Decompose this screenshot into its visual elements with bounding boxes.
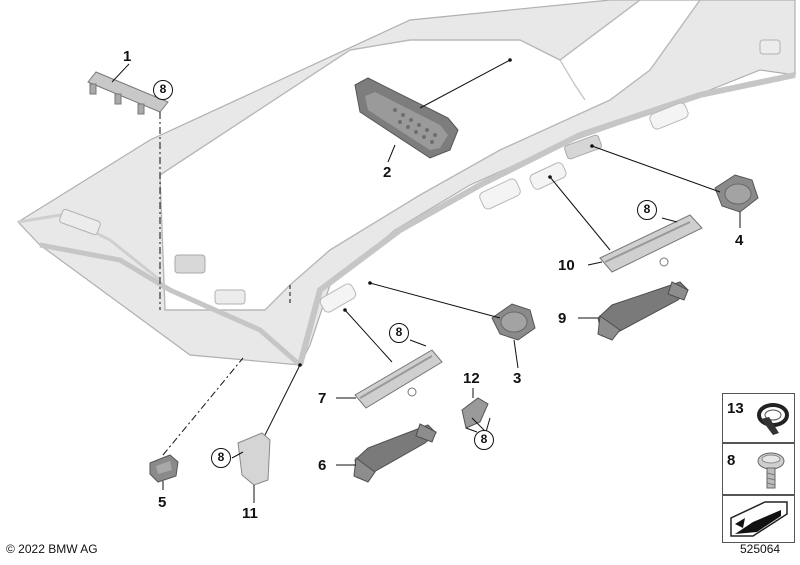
callout-10[interactable]: 10 [558,257,575,274]
part-11-trim-cover[interactable] [237,432,271,486]
screw-callout-8[interactable]: 8 [389,323,409,343]
tape-roll-icon [757,403,789,435]
part-1-bracket[interactable] [87,71,169,115]
diagram-number: 525064 [740,542,781,556]
copyright-text: © 2022 BMW AG [6,542,98,556]
legend-label: 8 [727,452,736,469]
screw-icon [757,452,785,489]
callout-2[interactable]: 2 [383,164,392,181]
legend-item-arrow[interactable] [722,495,795,543]
screw-callout-8[interactable]: 8 [474,430,494,450]
callout-6[interactable]: 6 [318,457,327,474]
legend-item-8[interactable]: 8 [722,443,795,495]
callout-11[interactable]: 11 [242,505,258,522]
part-4-speaker-cover[interactable] [714,174,759,213]
legend-label: 13 [727,400,744,417]
callout-9[interactable]: 9 [558,310,567,327]
part-9-grab-handle[interactable] [597,281,689,341]
part-12-clip[interactable] [461,397,489,429]
legend-item-13[interactable]: 13 [722,393,795,443]
callout-5[interactable]: 5 [158,494,167,511]
callout-3[interactable]: 3 [513,370,522,387]
part-10-bracket[interactable] [599,214,703,273]
headliner-arrow-icon [730,501,788,537]
callout-7[interactable]: 7 [318,390,327,407]
screw-callout-8[interactable]: 8 [211,448,231,468]
callout-1[interactable]: 1 [123,48,132,65]
callout-4[interactable]: 4 [735,232,744,249]
part-2-grille[interactable] [354,77,459,159]
part-7-bracket[interactable] [354,349,443,409]
callout-12[interactable]: 12 [463,370,480,387]
screw-callout-8[interactable]: 8 [637,200,657,220]
part-6-grab-handle[interactable] [353,423,437,483]
part-3-speaker-cover[interactable] [491,303,536,341]
part-5-clip[interactable] [149,454,179,483]
screw-callout-8[interactable]: 8 [153,80,173,100]
headliner-panel[interactable] [17,0,796,367]
